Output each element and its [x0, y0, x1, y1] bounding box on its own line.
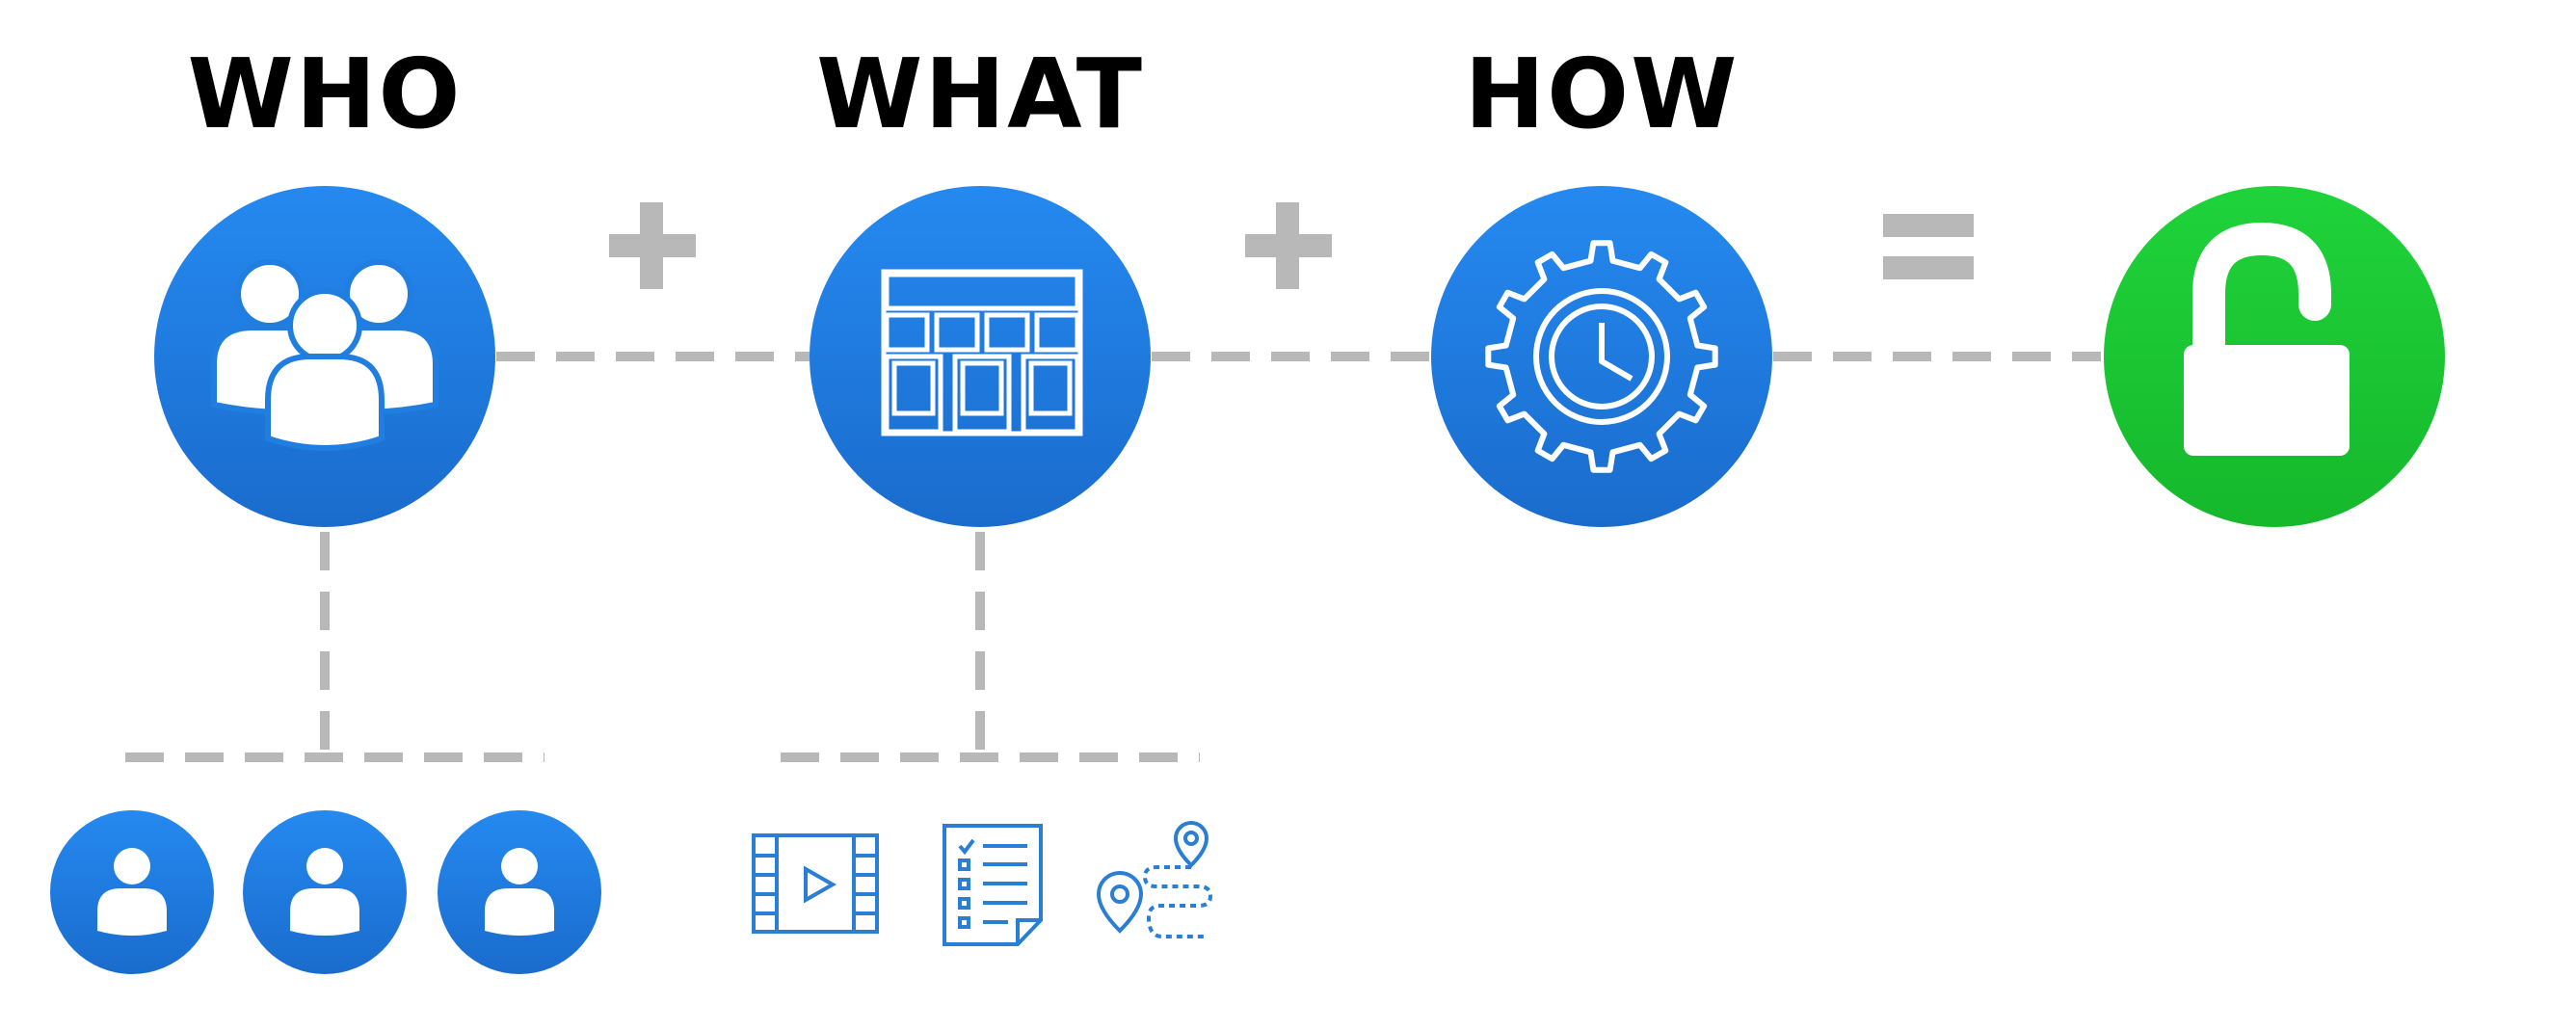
connector-lines: [125, 352, 2101, 762]
equals-operator: [1883, 214, 1974, 279]
unlocked-padlock-icon: [2184, 222, 2350, 456]
user-icon: [243, 810, 407, 974]
route-map-pins-icon: [1096, 821, 1213, 938]
gear-clock-icon: [1485, 240, 1718, 473]
checklist-document-icon: [943, 824, 1043, 946]
who-node: [154, 186, 495, 527]
data-grid-icon: [881, 269, 1083, 436]
users-group-icon: [211, 259, 438, 451]
video-film-icon: [752, 833, 879, 934]
how-label: HOW: [1464, 38, 1739, 150]
what-children: [752, 821, 1213, 946]
result-node: [2104, 186, 2445, 527]
what-label: WHAT: [816, 38, 1144, 150]
user-icon: [50, 810, 214, 974]
how-node: [1431, 186, 1772, 527]
who-children: [50, 810, 601, 974]
who-label: WHO: [187, 38, 463, 150]
what-node: [810, 186, 1151, 527]
plus-operator-2: [1245, 202, 1332, 289]
user-icon: [438, 810, 601, 974]
plus-operator-1: [609, 202, 696, 289]
